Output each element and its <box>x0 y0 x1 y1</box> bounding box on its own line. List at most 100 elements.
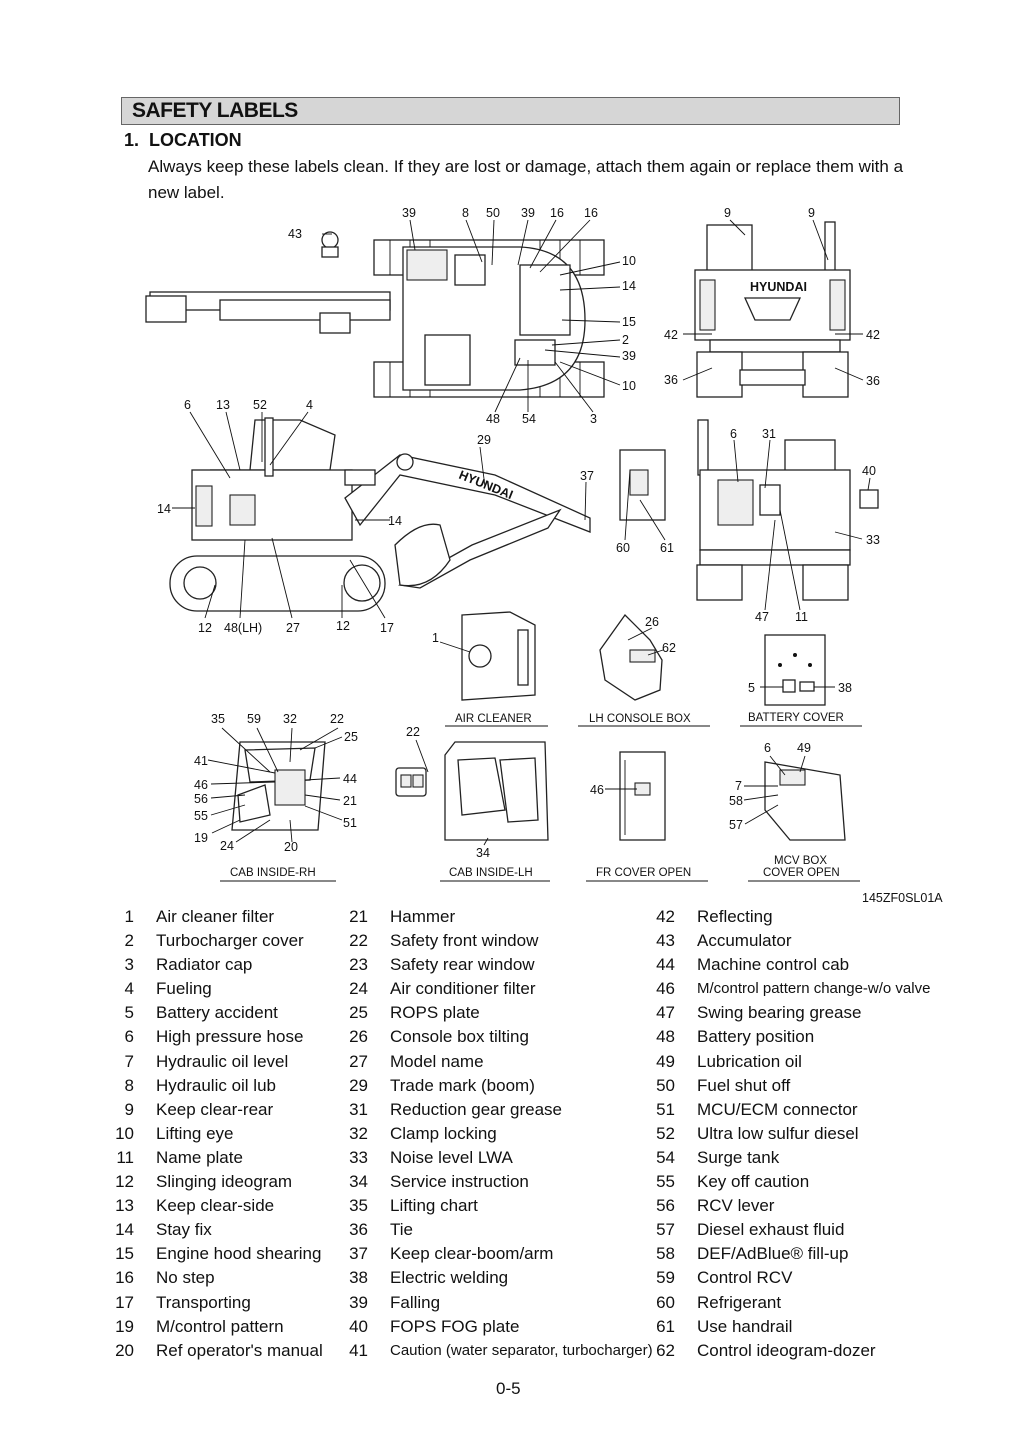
label-list-item: 19 M/control pattern <box>108 1315 323 1339</box>
label-number: 21 <box>349 907 368 926</box>
label-number: 32 <box>349 1123 368 1143</box>
callouts-other: 22 34 46 6 49 7 58 57 <box>406 725 811 860</box>
callout-label: 16 <box>550 206 564 220</box>
label-number: 13 <box>115 1196 134 1216</box>
callout-label: 50 <box>486 206 500 220</box>
label-description: M/control pattern change-w/o valve <box>697 980 931 998</box>
callout-label: 25 <box>344 730 358 744</box>
callout-label: 40 <box>862 464 876 478</box>
callout-label: 57 <box>729 818 743 832</box>
label-number: 8 <box>124 1075 134 1095</box>
label-number: 29 <box>349 1075 368 1095</box>
callout-label: 5 <box>748 681 755 695</box>
label-description: Fuel shut off <box>697 1075 791 1095</box>
label-number: 52 <box>656 1123 675 1143</box>
label-number: 15 <box>115 1244 134 1264</box>
callout-label: 55 <box>194 809 208 823</box>
callout-label: 22 <box>330 712 344 726</box>
label-description: Reflecting <box>697 907 773 926</box>
label-number: 51 <box>656 1099 675 1119</box>
callout-label: 14 <box>157 502 171 516</box>
label-number: 60 <box>656 1292 675 1312</box>
page-title: SAFETY LABELS <box>132 99 298 122</box>
label-description: DEF/AdBlue® fill-up <box>697 1244 849 1264</box>
label-number: 48 <box>656 1027 675 1047</box>
callout-label: 43 <box>288 227 302 241</box>
section-title: LOCATION <box>149 130 242 150</box>
label-description: Console box tilting <box>390 1027 529 1047</box>
label-number: 1 <box>124 907 134 926</box>
rear-open-view-drawing <box>619 419 879 601</box>
label-description: Caution (water separator, turbocharger) <box>390 1341 653 1359</box>
label-description: Control ideogram-dozer <box>697 1340 876 1360</box>
caption-fr-cover-open: FR COVER OPEN <box>596 867 691 879</box>
callout-label: 10 <box>622 379 636 393</box>
label-number: 19 <box>115 1316 134 1336</box>
callout-label: 36 <box>664 373 678 387</box>
label-number: 34 <box>349 1172 368 1192</box>
label-description: Turbocharger cover <box>156 931 304 951</box>
callout-label: 42 <box>866 328 880 342</box>
label-description: Slinging ideogram <box>156 1172 293 1192</box>
callout-label: 12 <box>336 619 350 633</box>
label-list-item: 23 Safety rear window <box>342 953 653 977</box>
label-description: Falling <box>390 1292 441 1312</box>
label-number: 4 <box>124 979 134 999</box>
label-description: M/control pattern <box>156 1316 284 1336</box>
label-number: 31 <box>349 1099 368 1119</box>
label-number: 47 <box>656 1003 675 1023</box>
callout-label: 10 <box>622 254 636 268</box>
label-number: 44 <box>656 955 675 975</box>
callout-label: 4 <box>306 398 313 412</box>
callout-label: 58 <box>729 794 743 808</box>
label-number: 25 <box>349 1003 368 1023</box>
top-view-drawing <box>145 231 605 398</box>
label-description: Radiator cap <box>156 955 253 975</box>
callout-label: 46 <box>590 783 604 797</box>
label-number: 57 <box>656 1220 675 1240</box>
label-description: Transporting <box>156 1292 251 1312</box>
page-number: 0-5 <box>496 1379 521 1398</box>
drawing-code: 145ZF0SL01A <box>862 891 943 905</box>
caption-battery-cover: BATTERY COVER <box>748 712 844 724</box>
label-description: Clamp locking <box>390 1123 497 1143</box>
label-number: 26 <box>349 1027 368 1047</box>
label-number: 23 <box>349 955 368 975</box>
detail-captions: AIR CLEANER LH CONSOLE BOX BATTERY COVER… <box>220 712 943 905</box>
callout-label: 62 <box>662 641 676 655</box>
label-description: Safety rear window <box>390 955 535 975</box>
label-number: 49 <box>656 1051 675 1071</box>
label-number: 14 <box>115 1220 134 1240</box>
callout-label: 61 <box>660 541 674 555</box>
label-number: 37 <box>349 1244 368 1264</box>
callout-label: 14 <box>388 514 402 528</box>
label-number: 40 <box>349 1316 368 1336</box>
callout-label: 24 <box>220 839 234 853</box>
label-description: Name plate <box>156 1147 243 1167</box>
side-view-drawing <box>169 417 591 612</box>
label-description: Air conditioner filter <box>390 979 536 999</box>
label-number: 46 <box>656 979 675 999</box>
caption-mcv-box: MCV BOX <box>774 855 827 867</box>
brand-label-rear: HYUNDAI <box>750 280 807 294</box>
